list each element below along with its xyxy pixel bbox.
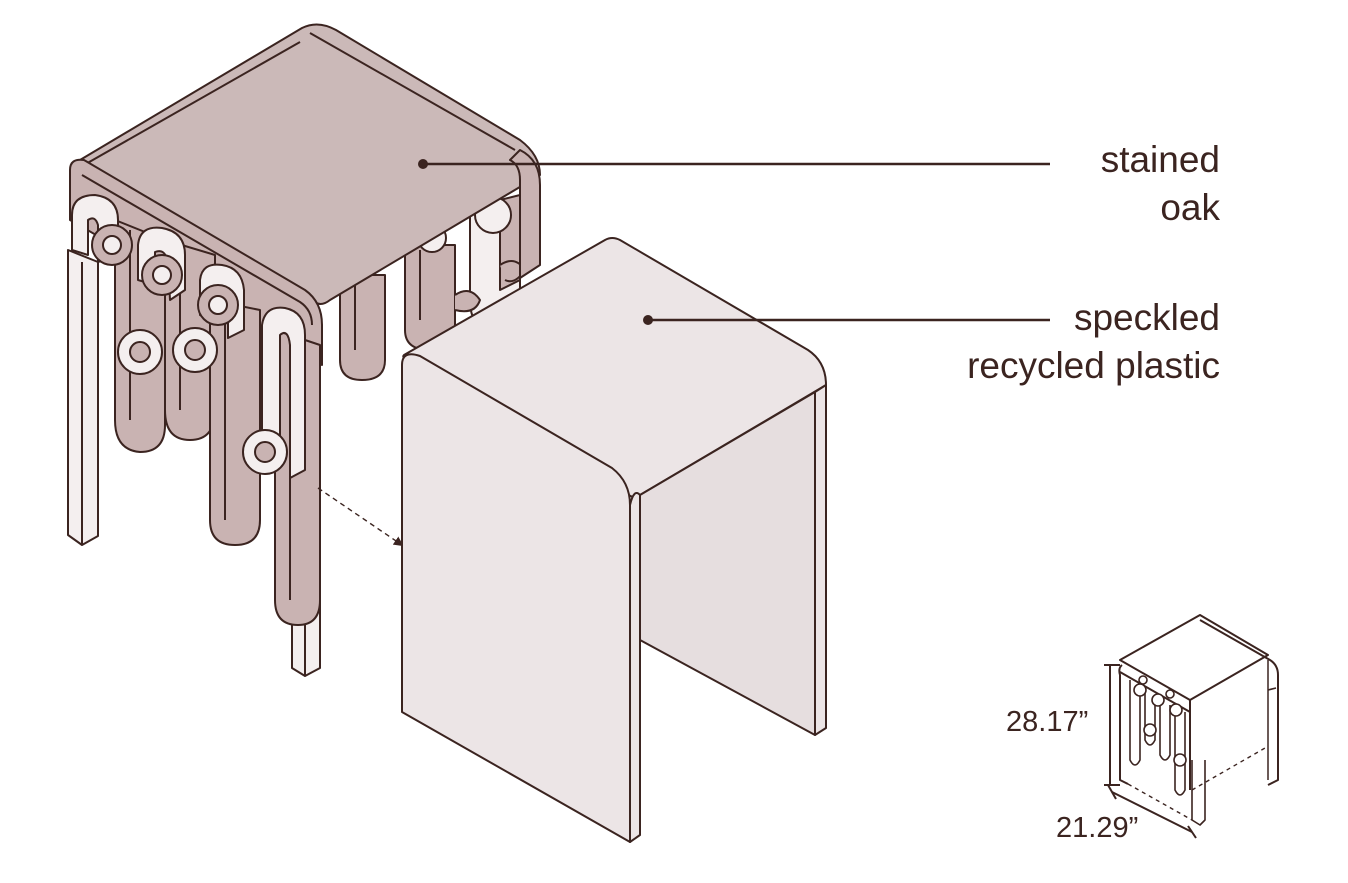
callout-speckled-plastic: speckled recycled plastic: [967, 294, 1220, 390]
width-dimension-label: 21.29”: [1056, 812, 1139, 844]
thumbnail-loops: [1129, 675, 1277, 826]
callout-speckled-plastic-line1: speckled: [1073, 297, 1220, 338]
oak-chain-loops: [71, 194, 321, 626]
callout-stained-oak-line1: stained: [1100, 139, 1220, 180]
callout-stained-oak: stained oak: [1101, 136, 1220, 232]
oak-leader-dot: [418, 159, 428, 169]
leader-lines: [418, 159, 1050, 325]
height-dimension-label: 28.17”: [1006, 706, 1089, 738]
assembled-thumbnail: [1118, 614, 1279, 826]
oak-table: [67, 23, 541, 677]
dimension-lines: [1104, 664, 1197, 839]
callout-speckled-plastic-line2: recycled plastic: [967, 345, 1220, 386]
assembly-arrow: [317, 487, 404, 547]
plastic-leader-dot: [643, 315, 653, 325]
callout-stained-oak-line2: oak: [1160, 187, 1220, 228]
width-dimension-line: [1111, 791, 1193, 833]
plastic-insert: [401, 237, 827, 843]
oak-back-loops: [339, 194, 526, 381]
